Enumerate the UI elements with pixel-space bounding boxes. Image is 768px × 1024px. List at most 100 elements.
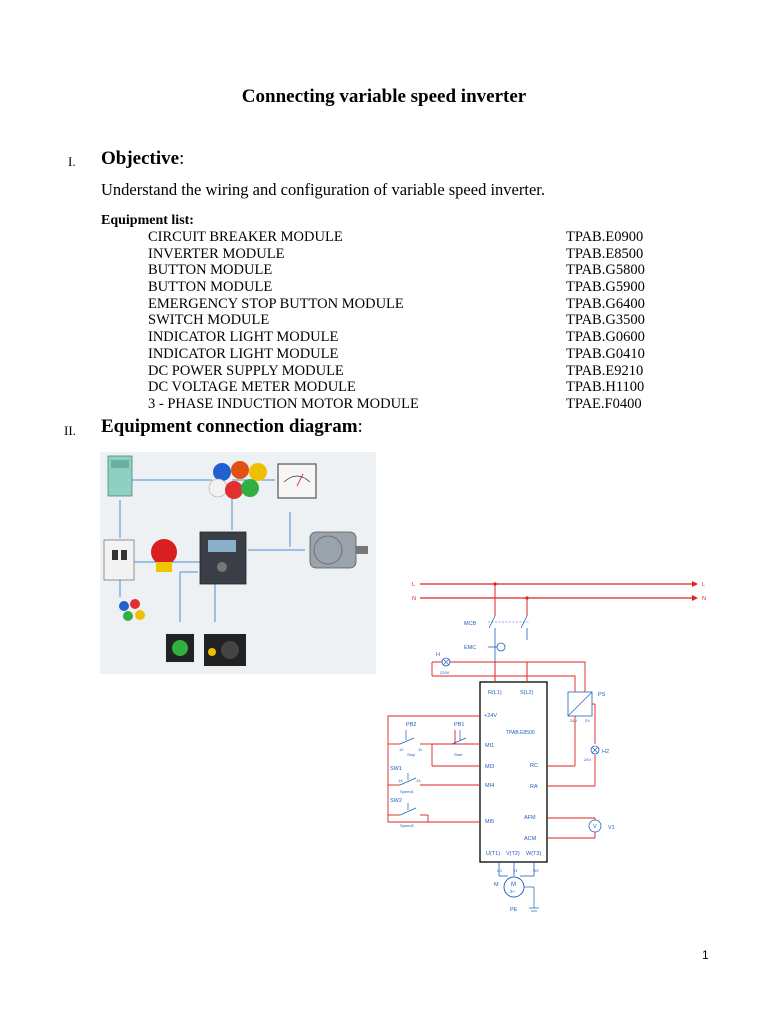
inverter-model: TPAB.E8500 xyxy=(506,730,535,736)
equipment-name: EMERGENCY STOP BUTTON MODULE xyxy=(148,295,404,312)
h2-label: H2 xyxy=(602,749,609,755)
page-title: Connecting variable speed inverter xyxy=(241,86,527,107)
sw2-text: Speed2 xyxy=(400,823,415,828)
emc-symbol xyxy=(488,640,506,662)
ps-in: 24V xyxy=(570,718,577,723)
equipment-code: TPAB.G0600 xyxy=(566,329,645,346)
sw1-symbol xyxy=(399,773,417,786)
terminal-s: S(L2) xyxy=(520,690,534,696)
equipment-name: INVERTER MODULE xyxy=(148,245,285,262)
motor-v1: V1 xyxy=(513,868,519,873)
pb2-text: Stop xyxy=(407,752,416,757)
list-item: CIRCUIT BREAKER MODULE TPAB.E0900 xyxy=(148,229,668,246)
pb2-symbol xyxy=(399,730,415,745)
equipment-name: BUTTON MODULE xyxy=(148,262,273,279)
motor-phase: 3~ xyxy=(510,889,516,894)
inverter-image xyxy=(199,531,247,585)
sw1-label: SW1 xyxy=(390,766,402,772)
list-item: BUTTON MODULE TPAB.G5900 xyxy=(148,279,668,296)
terminal-w: W(T3) xyxy=(526,851,541,857)
ps-out: 0V xyxy=(585,718,590,723)
equipment-code: TPAB.E8500 xyxy=(566,245,644,262)
equipment-name: DC VOLTAGE METER MODULE xyxy=(148,379,356,396)
section-heading: Equipment connection diagram: xyxy=(101,416,363,438)
voltmeter-image xyxy=(277,463,317,499)
voltmeter-symbol-text: V xyxy=(593,824,597,830)
inverter-box xyxy=(479,681,548,863)
equipment-block-diagram xyxy=(100,452,376,674)
terminal-mi1: MI1 xyxy=(485,743,494,749)
power-supply-image xyxy=(107,455,133,497)
list-item: DC VOLTAGE METER MODULE TPAB.H1100 xyxy=(148,379,668,396)
ps-symbol xyxy=(567,691,593,717)
pb1-label: PB1 xyxy=(454,722,464,728)
equipment-list: CIRCUIT BREAKER MODULE TPAB.E0900 INVERTE… xyxy=(148,229,668,413)
push-button-image xyxy=(166,634,194,662)
equipment-code: TPAB.G0410 xyxy=(566,345,645,362)
terminal-acm: ACM xyxy=(524,836,537,842)
section-heading-text: Objective xyxy=(101,148,180,169)
line-l-label-right: L xyxy=(702,582,705,588)
terminal-rc: RC xyxy=(530,763,538,769)
section-heading-text: Equipment connection diagram xyxy=(101,416,358,437)
equipment-code: TPAB.G5800 xyxy=(566,262,645,279)
sw2-symbol xyxy=(399,803,417,816)
h2-lamp-symbol xyxy=(590,745,600,755)
equipment-label: Equipment list: xyxy=(101,213,194,228)
objective-text: Understand the wiring and configuration … xyxy=(101,180,545,199)
ps-label: PS xyxy=(598,692,606,698)
motor-symbol-text: M xyxy=(511,882,516,888)
equipment-code: TPAB.E9210 xyxy=(566,362,644,379)
equipment-name: BUTTON MODULE xyxy=(148,279,273,296)
list-item: INDICATOR LIGHT MODULE TPAB.G0410 xyxy=(148,346,668,363)
pb1-text: Start xyxy=(454,752,463,757)
equipment-name: CIRCUIT BREAKER MODULE xyxy=(148,229,343,245)
pb1-symbol xyxy=(451,730,467,745)
mcb-label: MCB xyxy=(464,621,477,627)
equipment-name: INDICATOR LIGHT MODULE xyxy=(148,329,339,346)
terminal-mi3: MI3 xyxy=(485,764,494,770)
terminal-mi5: MI5 xyxy=(485,819,494,825)
emergency-stop-image xyxy=(151,539,177,572)
circuit-breaker-image xyxy=(103,539,135,581)
equipment-code: TPAB.H1100 xyxy=(566,379,645,396)
small-lights-image xyxy=(119,599,145,621)
equipment-code: TPAB.E0900 xyxy=(566,229,644,245)
pe-label: PE xyxy=(510,907,518,913)
line-n-label: N xyxy=(412,596,416,602)
section-numeral: II. xyxy=(64,423,76,438)
h2-voltage: 24V xyxy=(584,757,591,762)
sw2-label: SW2 xyxy=(390,798,402,804)
terminal-mi4: MI4 xyxy=(485,783,494,789)
list-item: INDICATOR LIGHT MODULE TPAB.G0600 xyxy=(148,329,668,346)
equipment-name: INDICATOR LIGHT MODULE xyxy=(148,345,339,362)
list-item: INVERTER MODULE TPAB.E8500 xyxy=(148,246,668,263)
heading-colon: : xyxy=(179,148,185,169)
wiring-schematic: L N L N MCB EMC H xyxy=(387,581,706,913)
line-l-label: L xyxy=(412,582,415,588)
emc-label: EMC xyxy=(464,645,476,651)
voltmeter-symbol: V xyxy=(588,819,602,833)
v1-label: V1 xyxy=(608,825,615,831)
motor-label: M xyxy=(494,882,499,888)
selector-switch-image xyxy=(204,634,246,666)
terminal-afm: AFM xyxy=(524,815,536,821)
motor-symbol: M 3~ xyxy=(503,876,539,912)
equipment-code: TPAB.G5900 xyxy=(566,279,645,296)
contact-13: 13 xyxy=(416,778,421,783)
section-numeral: I. xyxy=(68,154,76,169)
h-lamp-symbol xyxy=(441,657,451,667)
mcb-symbol xyxy=(488,615,530,640)
motor-u1: U1 xyxy=(497,868,503,873)
list-item: BUTTON MODULE TPAB.G5800 xyxy=(148,262,668,279)
pb2-label: PB2 xyxy=(406,722,416,728)
contact-14: 14 xyxy=(398,778,403,783)
list-item: EMERGENCY STOP BUTTON MODULE TPAB.G6400 xyxy=(148,296,668,313)
equipment-code: TPAE.F0400 xyxy=(566,395,642,412)
contact-12: 12 xyxy=(399,747,404,752)
motor-w1: W1 xyxy=(533,868,540,873)
terminal-ra: RA xyxy=(530,784,538,790)
equipment-code: TPAB.G6400 xyxy=(566,295,645,312)
